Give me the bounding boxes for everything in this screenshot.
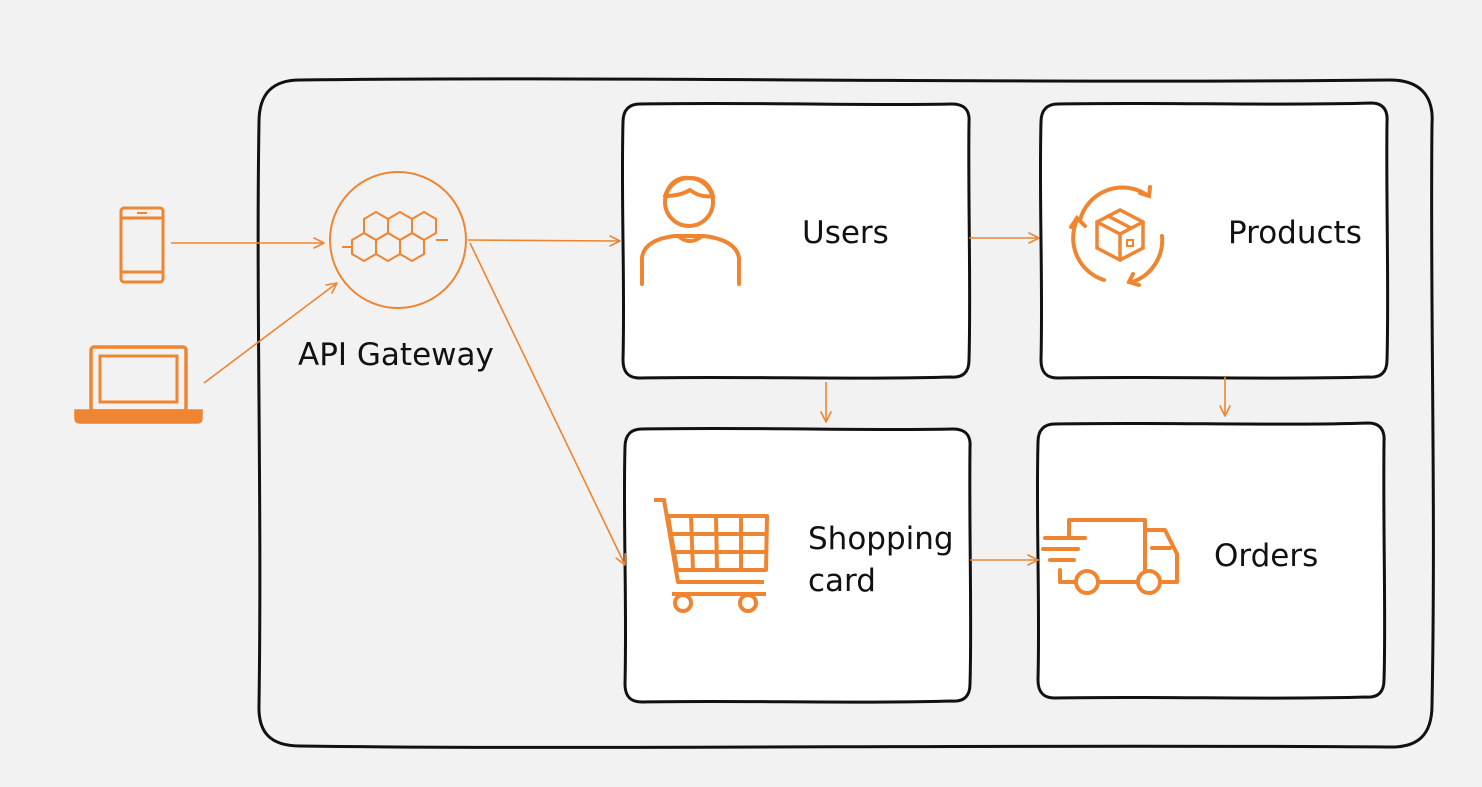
delivery-truck-icon bbox=[1041, 518, 1179, 595]
shopping-card-label: Shopping card bbox=[808, 521, 954, 599]
smartphone-icon bbox=[119, 206, 165, 284]
orders-label: Orders bbox=[1214, 538, 1319, 574]
users-box[interactable] bbox=[620, 101, 972, 380]
edge-gateway-to-users bbox=[467, 235, 621, 247]
edge-laptop-to-gateway bbox=[203, 282, 338, 384]
package-cycle-icon bbox=[1069, 185, 1165, 287]
orders-box[interactable] bbox=[1035, 421, 1387, 700]
edge-gateway-to-shopping-card bbox=[469, 242, 626, 566]
api-gateway-label: API Gateway bbox=[298, 337, 494, 373]
products-box[interactable] bbox=[1038, 101, 1390, 380]
users-label: Users bbox=[802, 215, 889, 251]
products-label: Products bbox=[1228, 215, 1362, 251]
shopping-cart-icon bbox=[654, 498, 769, 613]
user-icon bbox=[640, 175, 741, 286]
laptop-icon bbox=[74, 345, 203, 424]
honeycomb-icon bbox=[329, 171, 467, 309]
shopping-card-box[interactable] bbox=[622, 426, 973, 704]
